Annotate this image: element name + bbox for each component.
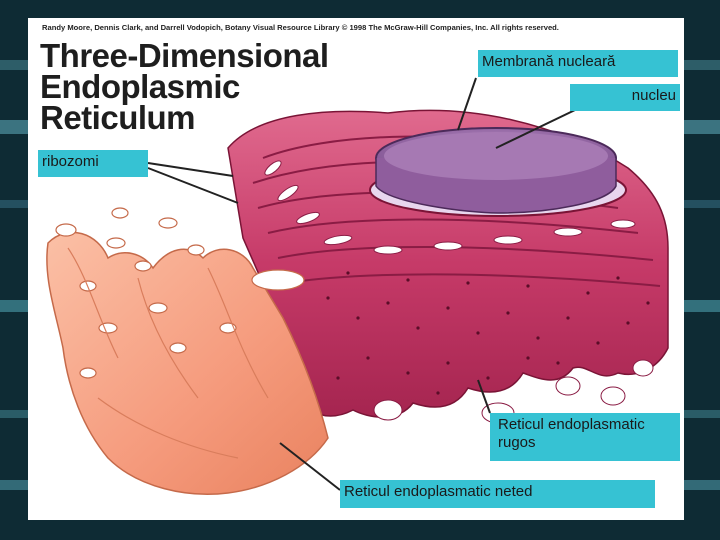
er-illustration [46, 77, 669, 495]
label-nuclear-membrane: Membrană nucleară [478, 50, 678, 77]
label-smooth-er: Reticul endoplasmatic neted [340, 480, 655, 508]
pointer-lines [147, 77, 601, 491]
title-line-1: Three-Dimensional [40, 37, 329, 74]
smooth-er-body [46, 207, 329, 495]
title-line-2: Endoplasmic [40, 68, 240, 105]
diagram-title: Three-Dimensional Endoplasmic Reticulum [40, 37, 329, 136]
label-ribosomes: ribozomi [38, 150, 148, 177]
nucleus-shape [369, 127, 627, 217]
label-rough-er: Reticul endoplasmatic rugos [490, 413, 680, 461]
copyright-text: Randy Moore, Dennis Clark, and Darrell V… [42, 23, 559, 32]
slide: Randy Moore, Dennis Clark, and Darrell V… [28, 18, 684, 520]
pointer-ribosomes-1 [147, 162, 234, 177]
pointer-smooth-er [279, 442, 341, 491]
pointer-ribosomes-2 [147, 167, 239, 204]
pointer-nuclear-membrane [457, 77, 477, 131]
pointer-rough-er [477, 379, 491, 414]
label-nucleus: nucleu [570, 84, 680, 111]
title-line-3: Reticulum [40, 99, 196, 136]
